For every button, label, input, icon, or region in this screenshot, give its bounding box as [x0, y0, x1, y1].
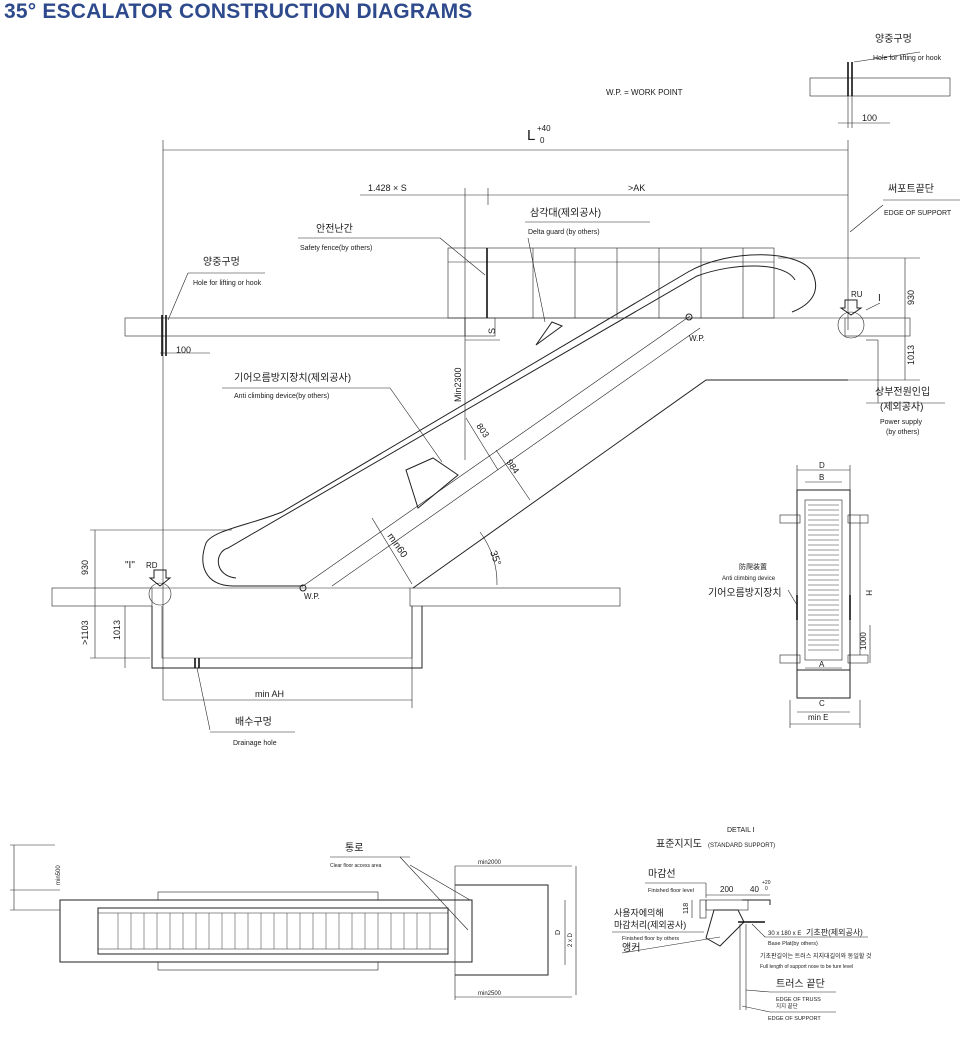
plan-c: C [819, 699, 825, 708]
support-kr: 지지 끝단 [776, 1002, 798, 1010]
top-hole-dim: 100 [862, 113, 877, 123]
detail-i: DETAIL Ⅰ 표준지지도 (STANDARD SUPPORT) 마감선 Fi… [612, 827, 872, 1022]
dim-118: 118 [683, 903, 690, 914]
truss-kr: 트러스 끝단 [776, 978, 825, 990]
bottom-steps [117, 913, 431, 949]
plan-b: B [819, 473, 824, 482]
edge-support-en: EDGE OF SUPPORT [884, 210, 952, 217]
min2500: min2500 [478, 991, 502, 997]
dim-40-sup: +20 [762, 880, 771, 886]
plan-d: D [819, 461, 825, 470]
bottom-d: D [555, 930, 562, 935]
dim-1013-top: 1013 [906, 345, 916, 365]
base-plate-en: Base Plat(by others) [768, 941, 818, 947]
dim-1013-bottom: 1013 [112, 620, 122, 640]
dim-s: S [487, 328, 497, 334]
user-finish-kr1: 사용자에의해 [614, 908, 664, 918]
truss-en: EDGE OF TRUSS [776, 997, 821, 1003]
plan-anti-en: Anti climbing device [722, 576, 776, 582]
drain-en: Drainage hole [233, 740, 277, 747]
left-hole-kr: 양중구멍 [203, 256, 240, 268]
anti-en: Anti climbing device(by others) [234, 393, 329, 400]
user-finish-kr2: 마감처리(제외공사) [614, 919, 686, 930]
delta-kr: 삼각대(제외공사) [530, 207, 601, 219]
plan-h: H [864, 590, 873, 596]
dim-930-top: 930 [906, 290, 916, 305]
base-note-en: Full length of support nose to be ture l… [760, 964, 853, 970]
min-ah: min AH [255, 689, 284, 699]
plan-steps [808, 504, 839, 651]
plan-a: A [819, 660, 825, 669]
plan-view: D B H 10 [708, 461, 873, 728]
power-en: Power supply [880, 419, 923, 426]
base-plate-dim: 30 x 180 x E [768, 931, 801, 937]
bottom-2xd: 2 x D [568, 932, 574, 947]
detail-title: DETAIL Ⅰ [727, 827, 755, 834]
min2000: min2000 [478, 860, 502, 866]
std-support-kr: 표준지지도 [656, 838, 702, 850]
dim-803: 803 [474, 421, 491, 439]
ffl-kr: 마감선 [648, 868, 676, 880]
top-hole-kr: 양중구멍 [875, 33, 912, 45]
wp-upper: W.P. [689, 334, 705, 343]
length-sup: +40 [537, 124, 551, 133]
top-hole-detail: 양중구멍 Hole for lifting or hook 100 [809, 33, 951, 128]
lower-floor-slab [51, 587, 153, 607]
angle-label: 35° [487, 549, 503, 567]
wp-legend: W.P. = WORK POINT [606, 88, 683, 97]
fence-kr: 안전난간 [316, 223, 353, 235]
dim-1428: 1.428 × S [368, 183, 407, 193]
base-note-kr: 기초판길이는 트러스 지지대길이와 동일할 것 [760, 952, 872, 960]
plan-min-e: min E [808, 713, 828, 722]
dim-1103: >1103 [80, 620, 90, 645]
fence-en: Safety fence(by others) [300, 245, 372, 252]
min2300: Min2300 [453, 367, 463, 402]
upper-detail-i: I [878, 293, 881, 304]
dim-984: 984 [504, 457, 521, 475]
power-en2: (by others) [886, 429, 919, 436]
delta-en: Delta guard (by others) [528, 229, 600, 236]
power-kr: 상부전원인입 [875, 385, 930, 398]
lower-detail-i: "I" [125, 560, 135, 571]
ffl-en: Finished floor level [648, 888, 694, 894]
dim-200: 200 [720, 885, 734, 894]
base-plate-kr: 기초판(제외공사) [806, 927, 863, 937]
escalator-truss [202, 254, 848, 592]
wp-lower: W.P. [304, 592, 320, 601]
edge-support-kr: 써포트끝단 [888, 183, 934, 195]
upper-floor-slab [124, 317, 466, 337]
bottom-view: min500 통로 Clear floor access area [10, 842, 577, 1000]
dim-40: 40 [750, 885, 759, 894]
user-finish-en: Finished floor by others [622, 936, 679, 942]
anti-kr: 기어오름방지장치(제외공사) [234, 372, 351, 384]
side-view: W.P. = WORK POINT 양중구멍 Hole for lifting … [51, 33, 960, 747]
plan-anti-cn: 防爬装置 [739, 562, 767, 571]
dim-ak: >AK [628, 183, 645, 193]
plan-1000: 1000 [859, 632, 868, 650]
anchor-kr: 앵커 [622, 942, 640, 954]
min500: min500 [56, 865, 62, 885]
ru-label: RU [851, 290, 863, 299]
anti-climbing-device [405, 457, 459, 509]
min60: min60 [385, 531, 410, 560]
dim-930-bottom: 930 [80, 560, 90, 575]
top-hole-en: Hole for lifting or hook [873, 55, 942, 62]
dim-40-sub: 0 [765, 886, 768, 892]
passage-en: Clear floor access area [330, 863, 382, 869]
rd-label: RD [146, 561, 158, 570]
passage-kr: 통로 [345, 842, 363, 854]
left-hole-en: Hole for lifting or hook [193, 280, 262, 287]
support-en: EDGE OF SUPPORT [768, 1016, 821, 1022]
page-title: 35° ESCALATOR CONSTRUCTION DIAGRAMS [4, 0, 473, 23]
std-support-en: (STANDARD SUPPORT) [708, 843, 775, 849]
length-sub: 0 [540, 136, 545, 145]
length-label: L [527, 127, 535, 144]
power-kr2: (제외공사) [880, 401, 923, 413]
plan-anti-kr: 기어오름방지장치 [708, 587, 782, 599]
left-hole-dim: 100 [176, 345, 191, 355]
drain-kr: 배수구멍 [235, 716, 272, 728]
